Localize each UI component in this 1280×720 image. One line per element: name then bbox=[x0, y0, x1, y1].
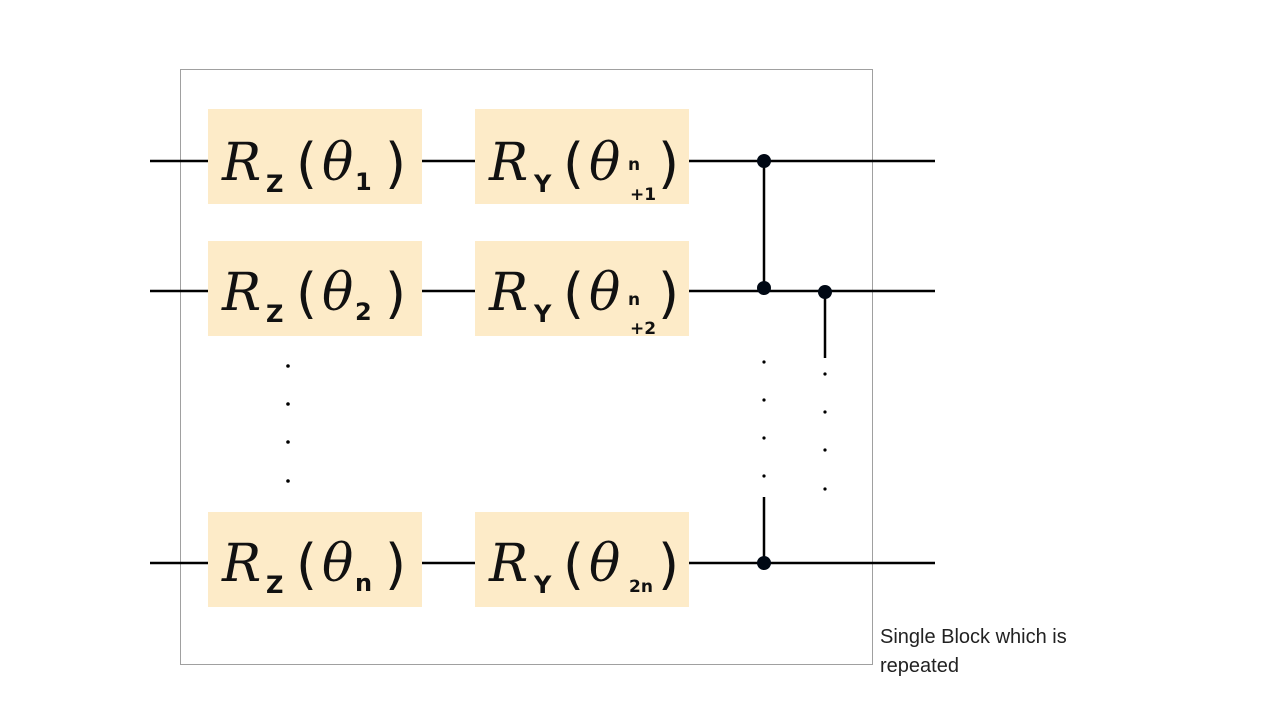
ry-gate-1-theta-sub-bottom: +1 bbox=[630, 185, 656, 205]
rz-gate-n-base: R bbox=[221, 534, 261, 594]
rz-gate-n-theta-sub: n bbox=[355, 569, 372, 597]
cz-entangler-1-2 bbox=[757, 154, 771, 295]
ry-gate-box-2 bbox=[475, 241, 689, 336]
rz-gate-2-theta: θ bbox=[322, 263, 353, 323]
ry-gate-n-sub: Y bbox=[533, 571, 552, 599]
control-dot-wire-2b bbox=[818, 285, 832, 299]
ry-gate-n-open-paren: ( bbox=[563, 533, 584, 596]
rz-gate-2-close-paren: ) bbox=[385, 262, 406, 325]
ry-gate-n-theta-sub-bottom: 2n bbox=[629, 577, 653, 597]
cz-2-ellipsis bbox=[823, 372, 827, 491]
ry-gate-1-theta: θ bbox=[589, 133, 620, 193]
gate-boxes bbox=[208, 109, 689, 607]
rz-gate-box-2 bbox=[208, 241, 422, 336]
ry-gate-n: R Y ( θ 2n ) bbox=[488, 533, 679, 599]
rz-gate-n-close-paren: ) bbox=[385, 533, 406, 596]
ry-gate-2-theta-sub-bottom: +2 bbox=[630, 319, 656, 339]
ry-gate-n-base: R bbox=[488, 534, 528, 594]
control-dot-wire-n bbox=[757, 556, 771, 570]
rz-gate-2-base: R bbox=[221, 263, 261, 323]
rz-gate-2-open-paren: ( bbox=[296, 262, 317, 325]
ry-gate-n-close-paren: ) bbox=[658, 533, 679, 596]
rz-gate-1-open-paren: ( bbox=[296, 132, 317, 195]
qubit-wires bbox=[150, 159, 935, 565]
ry-gate-2: R Y ( θ n +2 ) bbox=[488, 262, 679, 339]
ry-gate-2-base: R bbox=[488, 263, 528, 323]
ry-gate-n-theta: θ bbox=[589, 534, 620, 594]
rz-gate-2-sub: Z bbox=[266, 300, 283, 328]
block-frame bbox=[180, 69, 873, 665]
ry-gate-1: R Y ( θ n +1 ) bbox=[488, 132, 679, 205]
ry-gate-1-sub: Y bbox=[533, 170, 552, 198]
ry-gate-2-theta-sub-top: n bbox=[628, 290, 640, 310]
cz-n-ellipsis bbox=[762, 360, 766, 478]
rz-gate-n-theta: θ bbox=[322, 534, 353, 594]
ry-gate-1-theta-sub-top: n bbox=[628, 155, 640, 175]
rz-gate-box-1 bbox=[208, 109, 422, 204]
ry-gate-2-theta: θ bbox=[589, 263, 620, 323]
rz-gate-1-close-paren: ) bbox=[385, 132, 406, 195]
rz-gate-2-theta-sub: 2 bbox=[355, 298, 372, 326]
rz-gate-2: R Z ( θ 2 ) bbox=[221, 262, 406, 328]
rz-gate-1-theta-sub: 1 bbox=[355, 168, 372, 196]
cz-entangler-2-down bbox=[818, 285, 832, 491]
ry-gate-box-n bbox=[475, 512, 689, 607]
rz-gate-n: R Z ( θ n ) bbox=[221, 533, 406, 599]
ry-gate-2-sub: Y bbox=[533, 300, 552, 328]
ry-gate-box-1 bbox=[475, 109, 689, 204]
rz-gate-n-open-paren: ( bbox=[296, 533, 317, 596]
rz-gate-1-theta: θ bbox=[322, 133, 353, 193]
cz-entangler-n-up bbox=[757, 360, 771, 570]
ry-gate-2-open-paren: ( bbox=[563, 262, 584, 325]
ry-gate-1-base: R bbox=[488, 133, 528, 193]
block-caption: Single Block which is repeated bbox=[880, 626, 1067, 677]
control-dot-wire-2 bbox=[757, 281, 771, 295]
rz-gate-1-sub: Z bbox=[266, 170, 283, 198]
rz-gate-1-base: R bbox=[221, 133, 261, 193]
control-dot-wire-1 bbox=[757, 154, 771, 168]
ry-gate-1-close-paren: ) bbox=[658, 132, 679, 195]
rz-column-ellipsis bbox=[286, 364, 290, 483]
rz-gate-n-sub: Z bbox=[266, 571, 283, 599]
ry-gate-2-close-paren: ) bbox=[658, 262, 679, 325]
rz-gate-box-n bbox=[208, 512, 422, 607]
ry-gate-1-open-paren: ( bbox=[563, 132, 584, 195]
rz-gate-1: R Z ( θ 1 ) bbox=[221, 132, 406, 198]
